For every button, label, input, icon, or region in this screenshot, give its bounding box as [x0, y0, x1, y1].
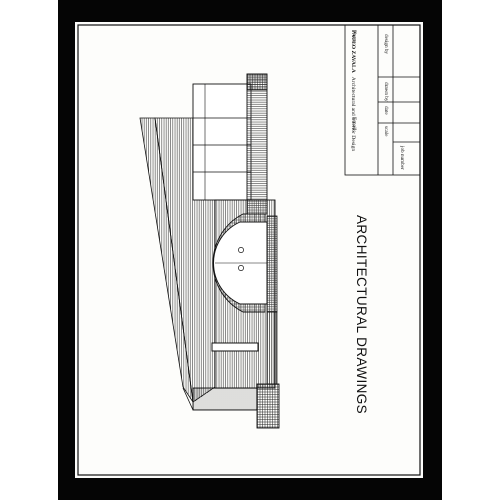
- arch-knob-top: [238, 247, 244, 253]
- field-drawn-by: drawn by: [383, 82, 389, 102]
- company-subtitle: Architectural and Interior Design: [350, 76, 356, 152]
- inner-border: [77, 24, 421, 476]
- drawing-sheet: PAULO ZAVALA Architectural and Interior …: [75, 22, 423, 478]
- field-job-number: job number: [399, 146, 405, 170]
- drawing-title: ARCHITECTURAL DRAWINGS: [354, 215, 369, 415]
- company-line: PAULO ZAVALA Architectural and Interior …: [347, 30, 365, 151]
- email-label: Email:: [351, 117, 357, 132]
- field-scale: scale: [383, 126, 389, 137]
- field-date: date: [383, 106, 389, 115]
- field-design-by: design by: [383, 34, 389, 55]
- arch-knob-bottom: [238, 265, 244, 271]
- phone-label: Phone:: [351, 30, 357, 46]
- elevation-drawing: [77, 24, 421, 476]
- building-elevation: [139, 73, 280, 429]
- window-slot: [211, 342, 259, 352]
- title-block: [344, 24, 421, 176]
